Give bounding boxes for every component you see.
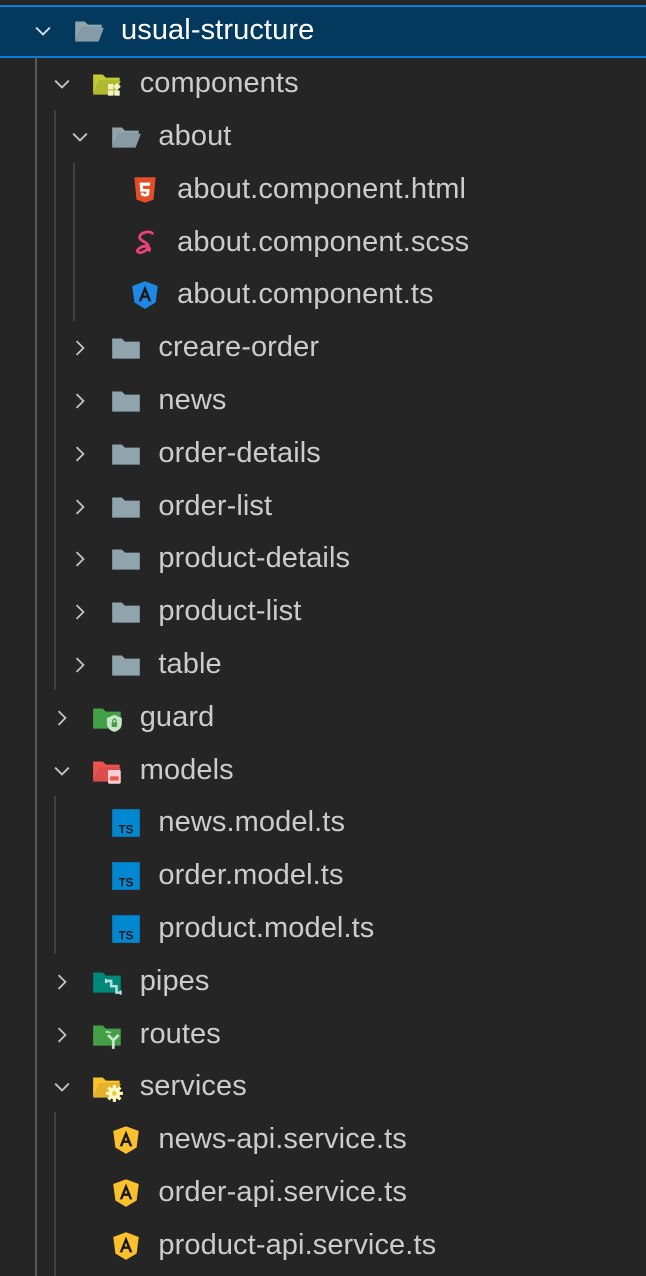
- tree-item-label: components: [139, 67, 299, 100]
- angular-service-icon: [109, 1229, 143, 1263]
- folder-icon: [109, 384, 143, 418]
- folder-icon: [109, 595, 143, 629]
- tree-folder-row[interactable]: guard: [0, 691, 646, 744]
- folder-icon: [109, 542, 143, 576]
- tree-item-label: order.model.ts: [158, 858, 344, 891]
- html5-icon: [128, 173, 162, 207]
- chevron-down-icon[interactable]: [68, 111, 92, 164]
- typescript-icon: TS: [109, 912, 143, 946]
- chevron-right-icon[interactable]: [68, 480, 92, 533]
- folder-guard-icon: [91, 701, 125, 735]
- folder-routes-icon: [91, 1018, 125, 1052]
- tree-folder-row[interactable]: models: [0, 744, 646, 797]
- tree-folder-row[interactable]: routes: [0, 1008, 646, 1061]
- angular-service-icon: [109, 1176, 143, 1210]
- tree-item-label: guard: [139, 700, 215, 733]
- tree-folder-row[interactable]: table: [0, 639, 646, 692]
- tree-item-label: news: [158, 383, 227, 416]
- tree-file-row[interactable]: product-api.service.ts: [0, 1219, 646, 1272]
- tree-item-label: pipes: [139, 964, 210, 997]
- tree-file-row[interactable]: about.component.ts: [0, 269, 646, 322]
- folder-icon: [109, 490, 143, 524]
- folder-icon: [109, 331, 143, 365]
- tree-item-label: about.component.ts: [177, 278, 434, 311]
- chevron-right-icon[interactable]: [50, 955, 74, 1008]
- tree-file-row[interactable]: news-api.service.ts: [0, 1114, 646, 1167]
- svg-text:TS: TS: [119, 877, 134, 890]
- chevron-right-icon[interactable]: [68, 533, 92, 586]
- tree-item-label: routes: [139, 1017, 221, 1050]
- tree-item-label: creare-order: [158, 331, 320, 364]
- tree-folder-row[interactable]: order-list: [0, 480, 646, 533]
- tree-item-label: news-api.service.ts: [158, 1122, 407, 1155]
- file-explorer-tree: usual-structure components about about.com…: [0, 5, 646, 1272]
- indent-guide-models: [54, 796, 56, 954]
- tree-item-label: order-api.service.ts: [158, 1175, 407, 1208]
- chevron-down-icon[interactable]: [50, 58, 74, 111]
- folder-services-icon: [91, 1070, 125, 1104]
- tree-item-label: product-api.service.ts: [158, 1228, 437, 1261]
- folder-components-icon: [91, 67, 125, 101]
- tree-item-label: models: [139, 753, 234, 786]
- tree-folder-row[interactable]: about: [0, 111, 646, 164]
- svg-text:TS: TS: [119, 824, 134, 837]
- root-folder-label: usual-structure: [121, 14, 315, 47]
- tree-file-row[interactable]: TS order.model.ts: [0, 850, 646, 903]
- folder-icon: [109, 648, 143, 682]
- tree-file-row[interactable]: about.component.html: [0, 163, 646, 216]
- folder-models-icon: [91, 754, 125, 788]
- tree-item-label: order-details: [158, 436, 321, 469]
- angular-service-icon: [109, 1123, 143, 1157]
- tree-folder-row[interactable]: pipes: [0, 955, 646, 1008]
- tree-file-row[interactable]: TS news.model.ts: [0, 797, 646, 850]
- chevron-right-icon[interactable]: [68, 586, 92, 639]
- sass-icon: [128, 226, 162, 260]
- svg-text:TS: TS: [119, 930, 134, 943]
- chevron-right-icon[interactable]: [68, 639, 92, 692]
- tree-folder-row[interactable]: services: [0, 1061, 646, 1114]
- chevron-right-icon[interactable]: [50, 1008, 74, 1061]
- chevron-down-icon[interactable]: [50, 744, 74, 797]
- chevron-right-icon[interactable]: [68, 427, 92, 480]
- indent-guide-services: [54, 1112, 56, 1276]
- tree-folder-row[interactable]: components: [0, 58, 646, 111]
- tree-folder-row[interactable]: order-details: [0, 427, 646, 480]
- typescript-icon: TS: [109, 806, 143, 840]
- tree-folder-row[interactable]: product-list: [0, 586, 646, 639]
- indent-guide-level-1: [35, 57, 37, 1276]
- tree-folder-row[interactable]: news: [0, 375, 646, 428]
- tree-item-label: table: [158, 647, 222, 680]
- tree-item-label: news.model.ts: [158, 806, 346, 839]
- angular-component-icon: [128, 278, 162, 312]
- chevron-down-icon[interactable]: [31, 7, 55, 56]
- folder-open-icon: [72, 14, 106, 48]
- tree-item-label: services: [139, 1070, 247, 1103]
- tree-folder-row[interactable]: product-details: [0, 533, 646, 586]
- folder-open-icon: [109, 120, 143, 154]
- tree-item-label: product-list: [158, 594, 302, 627]
- tree-item-label: product.model.ts: [158, 911, 375, 944]
- tree-item-label: about.component.html: [177, 172, 467, 205]
- tree-file-row[interactable]: order-api.service.ts: [0, 1167, 646, 1220]
- tree-item-label: order-list: [158, 489, 273, 522]
- tree-folder-row[interactable]: creare-order: [0, 322, 646, 375]
- typescript-icon: TS: [109, 859, 143, 893]
- indent-guide-components: [54, 110, 56, 690]
- folder-pipes-icon: [91, 965, 125, 999]
- chevron-right-icon[interactable]: [68, 375, 92, 428]
- folder-icon: [109, 437, 143, 471]
- tree-row-root[interactable]: usual-structure: [0, 5, 646, 58]
- tree-file-row[interactable]: TS product.model.ts: [0, 903, 646, 956]
- chevron-right-icon[interactable]: [68, 322, 92, 375]
- tree-item-label: about: [158, 119, 232, 152]
- tree-item-label: product-details: [158, 542, 351, 575]
- chevron-right-icon[interactable]: [50, 691, 74, 744]
- tree-item-label: about.component.scss: [177, 225, 470, 258]
- indent-guide-about: [73, 163, 75, 321]
- chevron-down-icon[interactable]: [50, 1061, 74, 1114]
- tree-file-row[interactable]: about.component.scss: [0, 216, 646, 269]
